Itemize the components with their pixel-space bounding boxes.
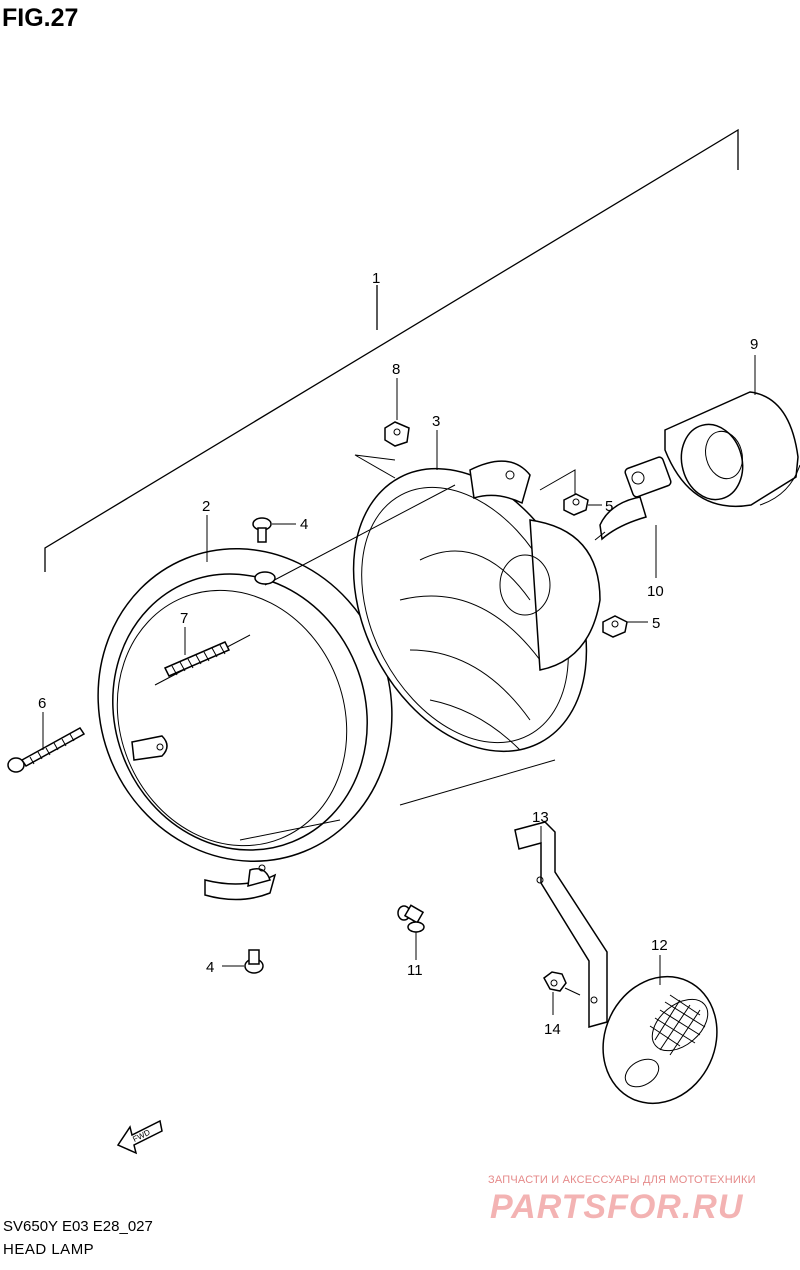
callout-4-bottom: 4 bbox=[206, 959, 214, 976]
callout-10: 10 bbox=[647, 583, 664, 600]
clip-8 bbox=[384, 421, 410, 447]
screw-4-bottom bbox=[244, 949, 264, 974]
nut-5-top bbox=[563, 493, 589, 516]
callout-11: 11 bbox=[407, 962, 423, 979]
callout-8: 8 bbox=[392, 361, 400, 378]
figure-title: FIG.27 bbox=[2, 4, 79, 32]
figure-name: HEAD LAMP bbox=[3, 1241, 95, 1258]
callout-12: 12 bbox=[651, 937, 668, 954]
callout-7: 7 bbox=[180, 610, 188, 627]
bulb-10 bbox=[594, 456, 672, 541]
callout-14: 14 bbox=[544, 1021, 561, 1038]
fwd-arrow-icon: FWD bbox=[116, 1119, 163, 1155]
watermark-logo: PARTSFOR.RU bbox=[490, 1188, 744, 1226]
nut-14 bbox=[543, 971, 581, 996]
lamp-bracket-13 bbox=[514, 821, 608, 1028]
callout-4-top: 4 bbox=[300, 516, 308, 533]
nut-5-bottom bbox=[602, 615, 628, 638]
model-code: SV650Y E03 E28_027 bbox=[3, 1218, 153, 1235]
callout-5-top: 5 bbox=[605, 498, 613, 515]
callout-1: 1 bbox=[372, 270, 380, 287]
assembly-bracket-1 bbox=[44, 128, 739, 572]
callout-5-bottom: 5 bbox=[652, 615, 660, 632]
headlamp-rim bbox=[97, 548, 393, 901]
bulb-cover-9 bbox=[664, 391, 800, 507]
callout-3: 3 bbox=[432, 413, 440, 430]
callout-13: 13 bbox=[532, 809, 549, 826]
screw-4-top bbox=[252, 517, 276, 585]
adjusting-screw-6 bbox=[7, 727, 86, 773]
position-lamp-12 bbox=[602, 975, 718, 1105]
bolt-11 bbox=[397, 904, 425, 933]
spring-7 bbox=[163, 641, 231, 677]
watermark-tagline: ЗАПЧАСТИ И АКСЕССУАРЫ ДЛЯ МОТОТЕХНИКИ bbox=[488, 1174, 756, 1186]
callout-9: 9 bbox=[750, 336, 758, 353]
headlamp-unit bbox=[352, 460, 601, 753]
callout-2: 2 bbox=[202, 498, 210, 515]
callout-6: 6 bbox=[38, 695, 46, 712]
